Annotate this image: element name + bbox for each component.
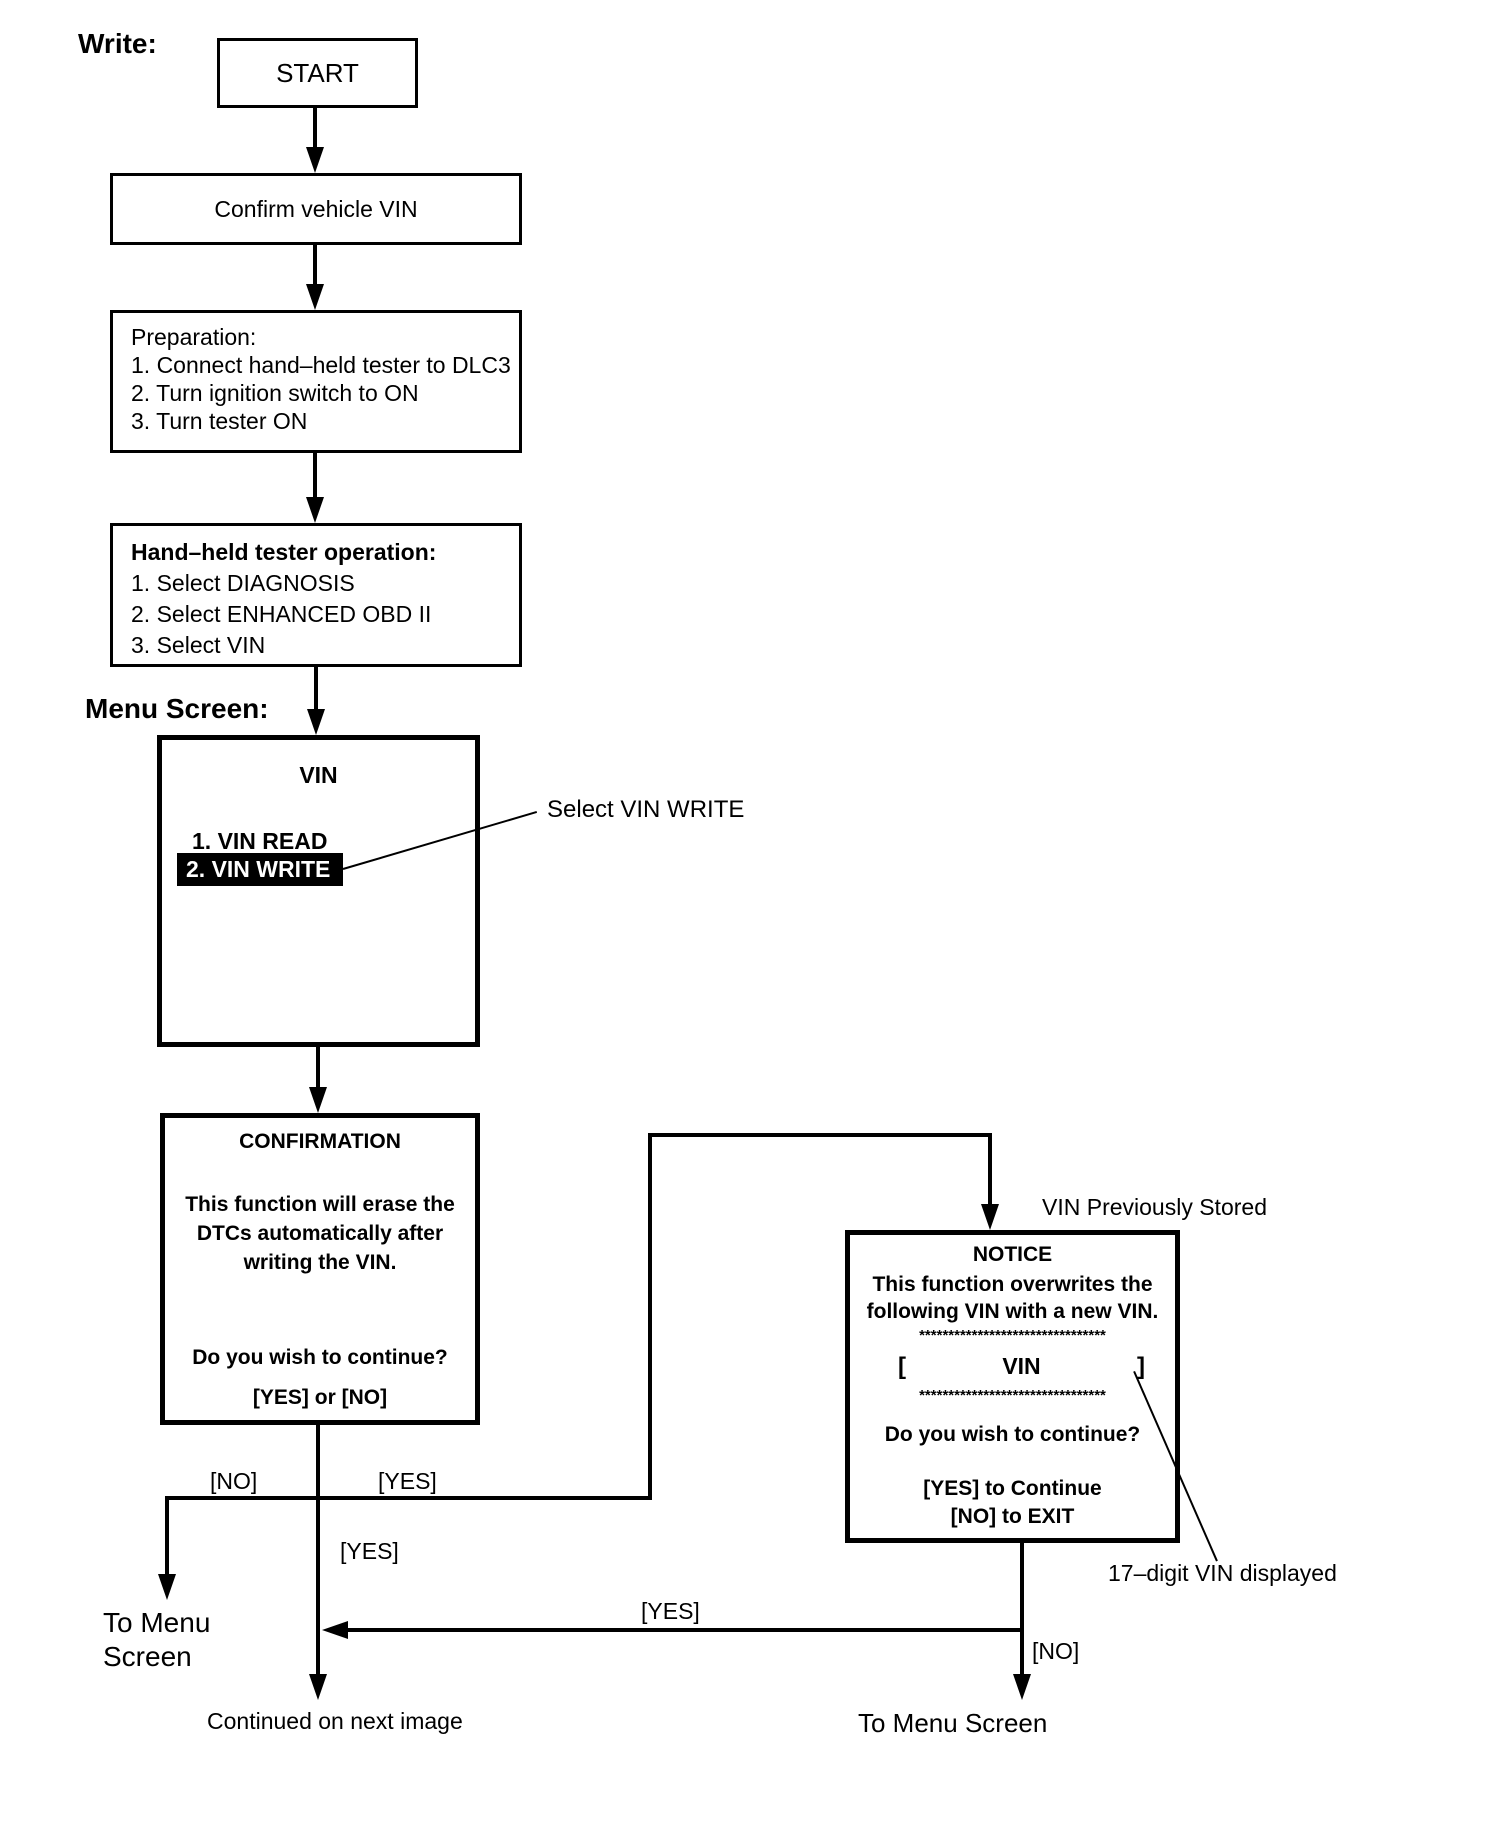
vin-previously-stored-label: VIN Previously Stored — [1042, 1194, 1267, 1220]
to-menu-screen-right-terminal: To Menu Screen — [858, 1708, 1048, 1738]
menu-screen-section-label: Menu Screen: — [85, 693, 269, 724]
arrowhead-into-notice — [981, 1204, 999, 1230]
confirmation-options: [YES] or [NO] — [252, 1386, 388, 1409]
confirmation-no-label: [NO] — [210, 1468, 258, 1494]
notice-vin-value: VIN — [1002, 1353, 1041, 1379]
connector-start-confirm — [313, 108, 317, 149]
notice-body-line-2: following VIN with a new VIN. — [866, 1300, 1159, 1323]
notice-question: Do you wish to continue? — [884, 1423, 1141, 1446]
connector-notice-no — [1020, 1543, 1024, 1676]
vin-menu-title: VIN — [299, 762, 338, 788]
notice-vin-row: [ VIN ] — [850, 1353, 1175, 1383]
start-node-label: START — [276, 57, 359, 88]
continued-next-image-terminal: Continued on next image — [207, 1708, 463, 1734]
arrowhead-to-menu-left — [158, 1574, 176, 1600]
notice-yes-action: [YES] to Continue — [923, 1477, 1102, 1500]
connector-notice-yes-return — [346, 1628, 1024, 1632]
preparation-node: Preparation: 1. Connect hand–held tester… — [110, 310, 522, 453]
tester-operation-step-2: 2. Select ENHANCED OBD II — [131, 601, 432, 627]
confirm-vin-label: Confirm vehicle VIN — [214, 195, 418, 222]
vin-menu-item-read: 1. VIN READ — [192, 828, 328, 854]
confirmation-question: Do you wish to continue? — [192, 1346, 448, 1369]
confirm-vin-node: Confirm vehicle VIN — [110, 173, 522, 245]
confirmation-yes-down-label: [YES] — [340, 1538, 399, 1564]
notice-asterisk-row-bottom: ******************************** — [919, 1387, 1106, 1404]
vin-digits-callout-label: 17–digit VIN displayed — [1108, 1560, 1337, 1586]
connector-confirmation-continued — [316, 1425, 320, 1676]
preparation-title: Preparation: — [131, 324, 257, 350]
arrowhead-preparation-tester — [306, 497, 324, 523]
arrowhead-vinmenu-confirmation — [309, 1087, 327, 1113]
arrowhead-notice-yes-return — [322, 1621, 348, 1639]
notice-node: NOTICE This function overwrites the foll… — [845, 1230, 1180, 1543]
connector-confirm-preparation — [313, 245, 317, 286]
arrowhead-confirm-preparation — [306, 284, 324, 310]
confirmation-body-line-3: writing the VIN. — [243, 1251, 397, 1274]
tester-operation-step-1: 1. Select DIAGNOSIS — [131, 570, 355, 596]
connector-into-notice — [988, 1133, 992, 1206]
confirmation-body-line-2: DTCs automatically after — [196, 1222, 444, 1245]
preparation-step-2: 2. Turn ignition switch to ON — [131, 380, 419, 406]
vin-menu-item-write-highlighted: 2. VIN WRITE — [177, 853, 343, 886]
connector-tester-vinmenu — [314, 667, 318, 711]
arrowhead-notice-no — [1013, 1674, 1031, 1700]
connector-vinmenu-confirmation — [316, 1047, 320, 1089]
select-vin-write-callout-label: Select VIN WRITE — [547, 796, 745, 823]
connector-yes-elbow-across — [648, 1133, 992, 1137]
to-menu-left-line1: To Menu — [103, 1607, 211, 1638]
notice-body: This function overwrites the following V… — [850, 1271, 1175, 1325]
preparation-step-3: 3. Turn tester ON — [131, 408, 308, 434]
tester-operation-step-3: 3. Select VIN — [131, 632, 266, 658]
notice-no-action: [NO] to EXIT — [950, 1505, 1075, 1528]
vin-menu-node: VIN 1. VIN READ 2. VIN WRITE — [157, 735, 480, 1047]
tester-operation-title: Hand–held tester operation: — [131, 539, 437, 565]
connector-yes-elbow-up — [648, 1133, 652, 1500]
preparation-step-1: 1. Connect hand–held tester to DLC3 — [131, 352, 511, 378]
notice-title: NOTICE — [972, 1243, 1053, 1266]
connector-preparation-tester — [313, 453, 317, 499]
notice-vin-bracket-close: ] — [1137, 1353, 1145, 1380]
to-menu-left-line2: Screen — [103, 1641, 192, 1672]
notice-no-label: [NO] — [1032, 1638, 1080, 1664]
arrowhead-continued — [309, 1674, 327, 1700]
arrowhead-tester-vinmenu — [307, 709, 325, 735]
to-menu-screen-left-terminal: To Menu Screen — [103, 1606, 210, 1674]
confirmation-title: CONFIRMATION — [239, 1130, 401, 1153]
arrowhead-start-confirm — [306, 147, 324, 173]
connector-no-to-menu-left — [165, 1496, 169, 1576]
write-section-label: Write: — [78, 28, 157, 59]
notice-asterisk-row-top: ******************************** — [919, 1327, 1106, 1344]
notice-body-line-1: This function overwrites the — [872, 1273, 1153, 1296]
confirmation-body-line-1: This function will erase the — [185, 1193, 455, 1216]
confirmation-node: CONFIRMATION This function will erase th… — [160, 1113, 480, 1425]
confirmation-yes-right-label: [YES] — [378, 1468, 437, 1494]
confirmation-branch-line — [165, 1496, 652, 1500]
notice-yes-label: [YES] — [641, 1598, 700, 1624]
confirmation-body: This function will erase the DTCs automa… — [165, 1190, 475, 1277]
notice-vin-bracket-open: [ — [898, 1353, 906, 1380]
start-node: START — [217, 38, 418, 108]
tester-operation-node: Hand–held tester operation: 1. Select DI… — [110, 523, 522, 667]
